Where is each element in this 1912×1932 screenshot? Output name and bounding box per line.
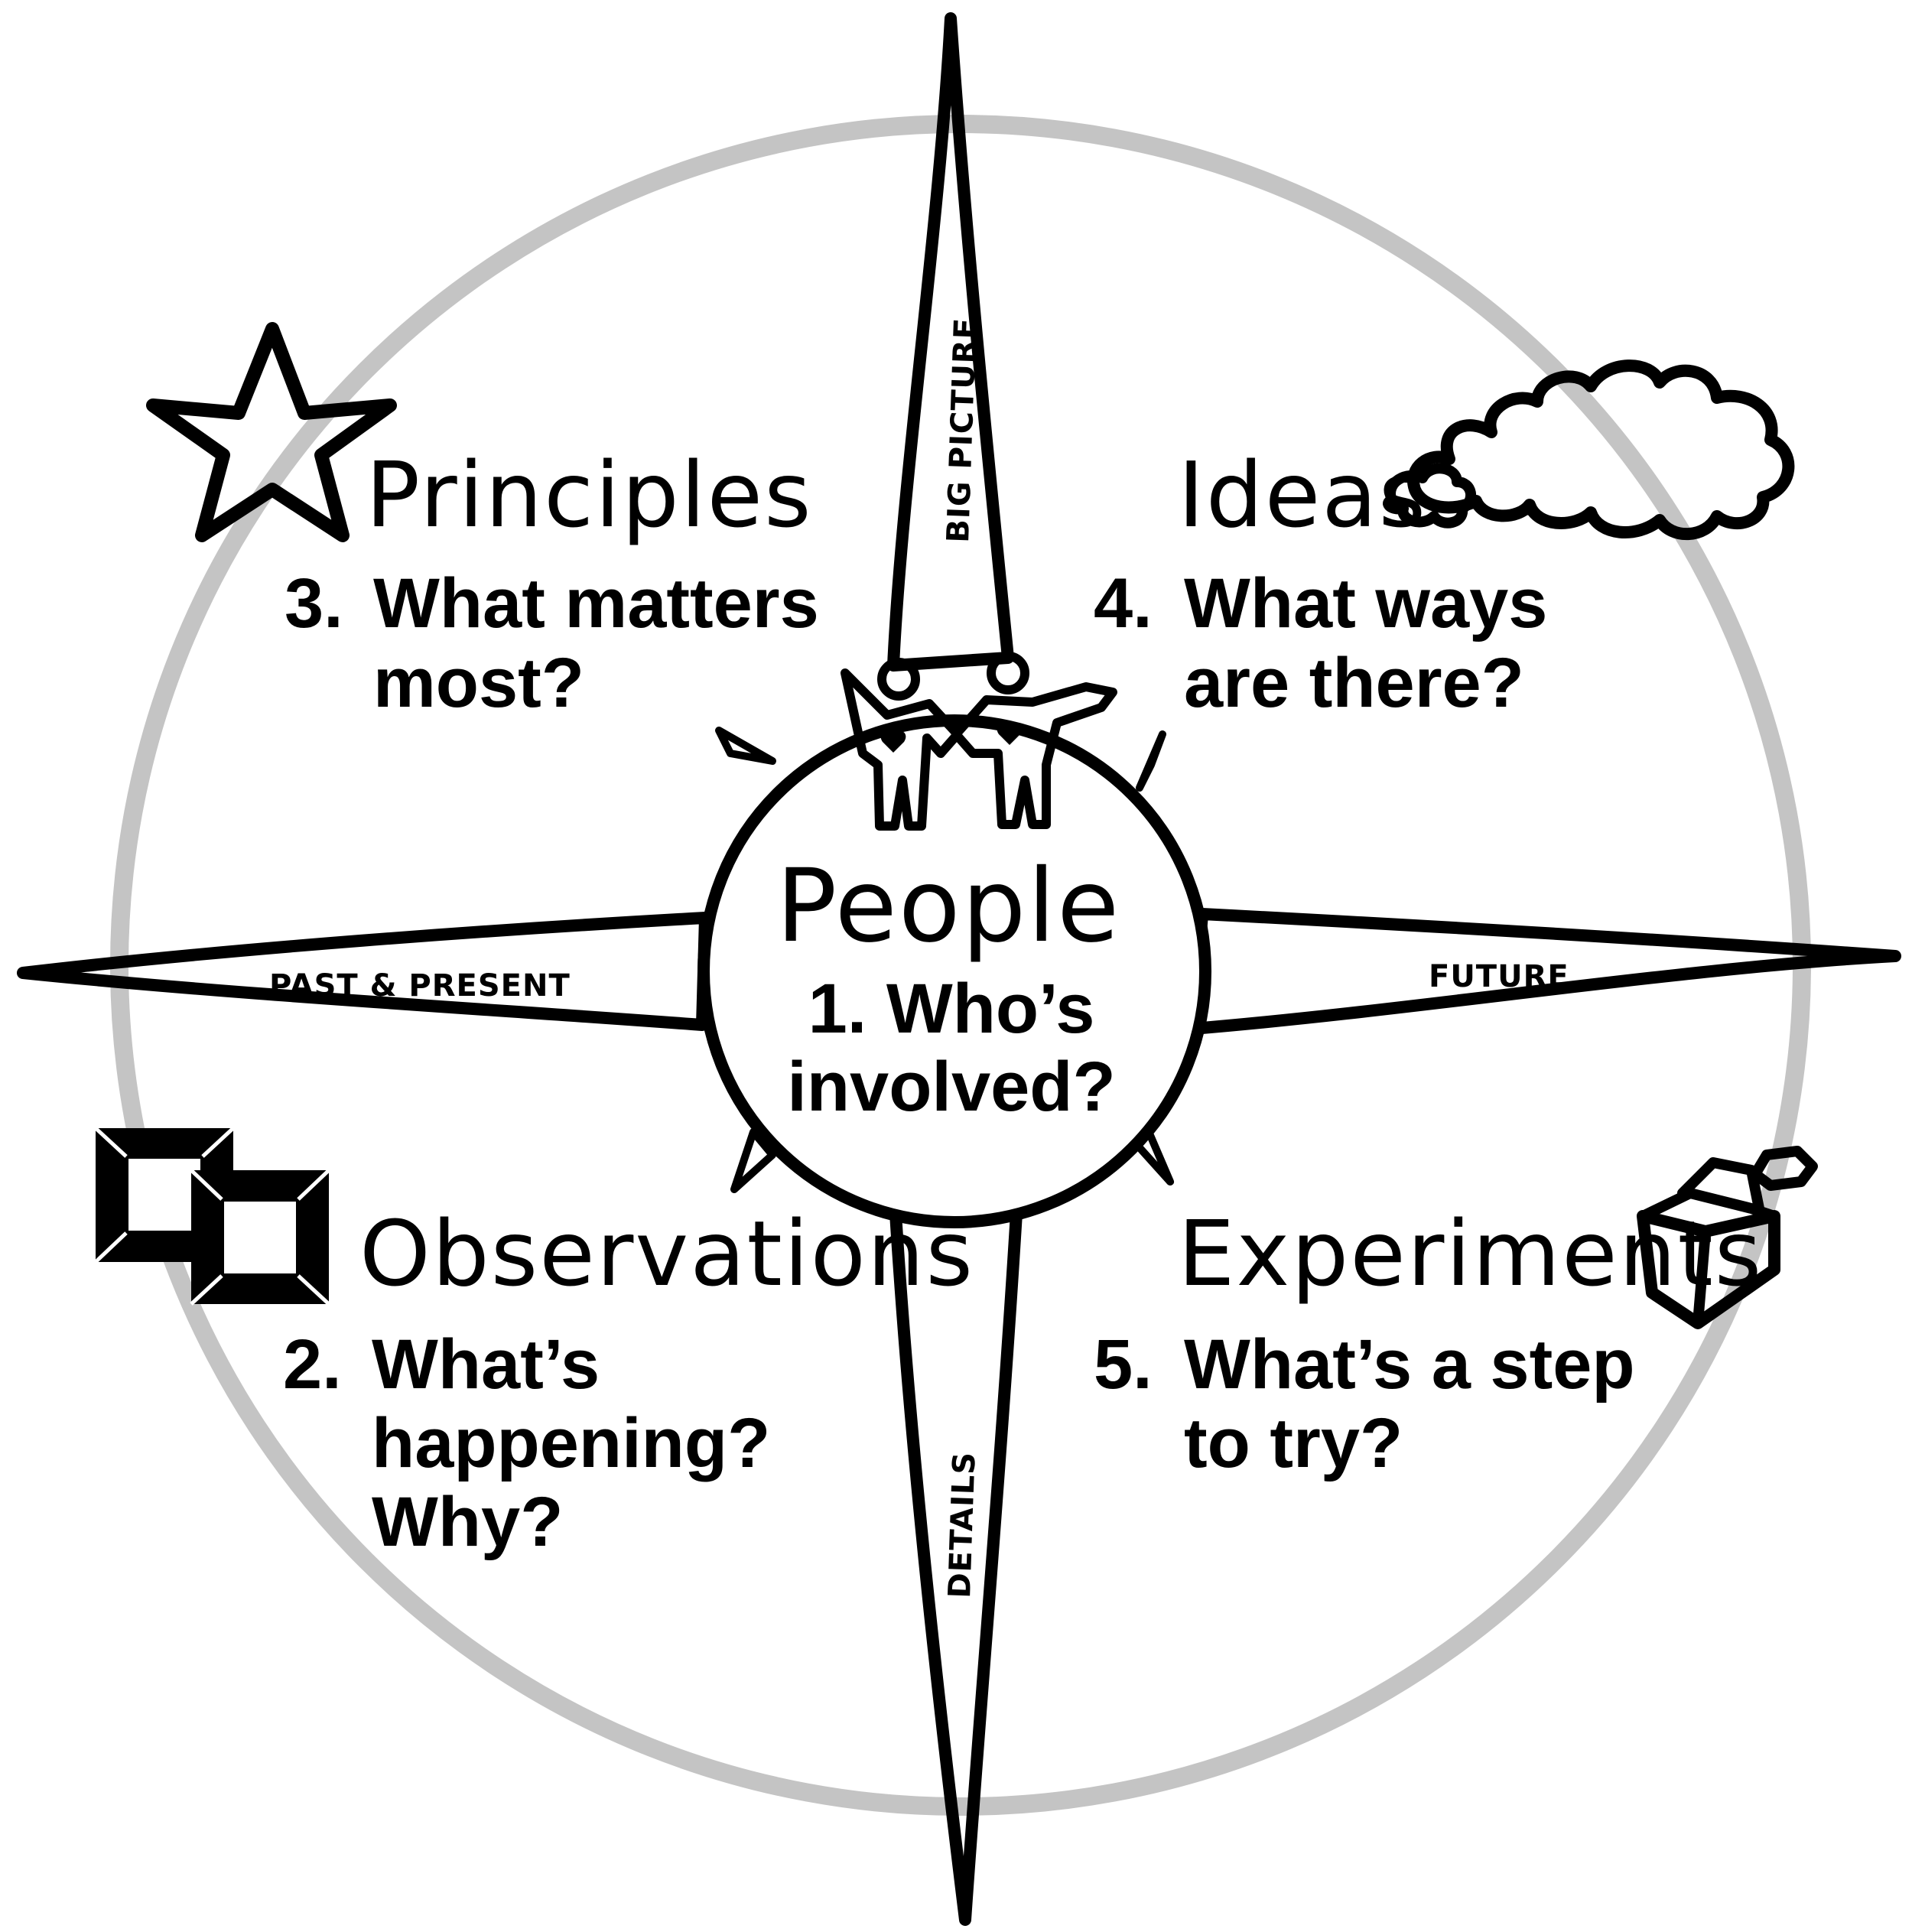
window-frames-icon [96, 1128, 329, 1304]
observations-number: 2. [283, 1325, 342, 1403]
axis-label-details: DETAILS [942, 1451, 983, 1599]
experiments-question-line-2: to try? [1184, 1404, 1403, 1482]
ideas-question-line-1: What ways [1184, 564, 1547, 642]
quadrant-experiments: Experiments 5. What’s a step to try? [1094, 1151, 1813, 1482]
star-icon [153, 329, 390, 535]
observations-question-line-3: Why? [372, 1483, 563, 1561]
spike-nw [719, 730, 772, 761]
axis-label-big-picture: BIG PICTURE [941, 317, 984, 543]
center-title: People [776, 847, 1121, 965]
observations-question-line-1: What’s [372, 1325, 600, 1403]
principles-question-line-1: What matters [373, 564, 819, 642]
observations-title: Observations [359, 1201, 974, 1306]
principles-title: Principles [366, 442, 813, 548]
principles-question-line-2: most? [373, 644, 584, 722]
center-question-line-2: involved? [787, 1048, 1115, 1126]
experiments-number: 5. [1094, 1325, 1153, 1403]
principles-number: 3. [285, 564, 343, 642]
spike-ne [1140, 734, 1162, 788]
axis-label-future: FUTURE [1429, 959, 1569, 994]
axis-label-past-present: PAST & PRESENT [269, 968, 571, 1003]
center-question-line-1: 1. Who’s [808, 970, 1095, 1048]
ideas-number: 4. [1094, 564, 1153, 642]
ideas-question-line-2: are there? [1184, 644, 1524, 722]
cloud-icon [1388, 366, 1788, 534]
experiments-title: Experiments [1178, 1201, 1763, 1306]
experiments-question-line-1: What’s a step [1184, 1325, 1635, 1403]
observations-question-line-2: happening? [372, 1404, 770, 1482]
